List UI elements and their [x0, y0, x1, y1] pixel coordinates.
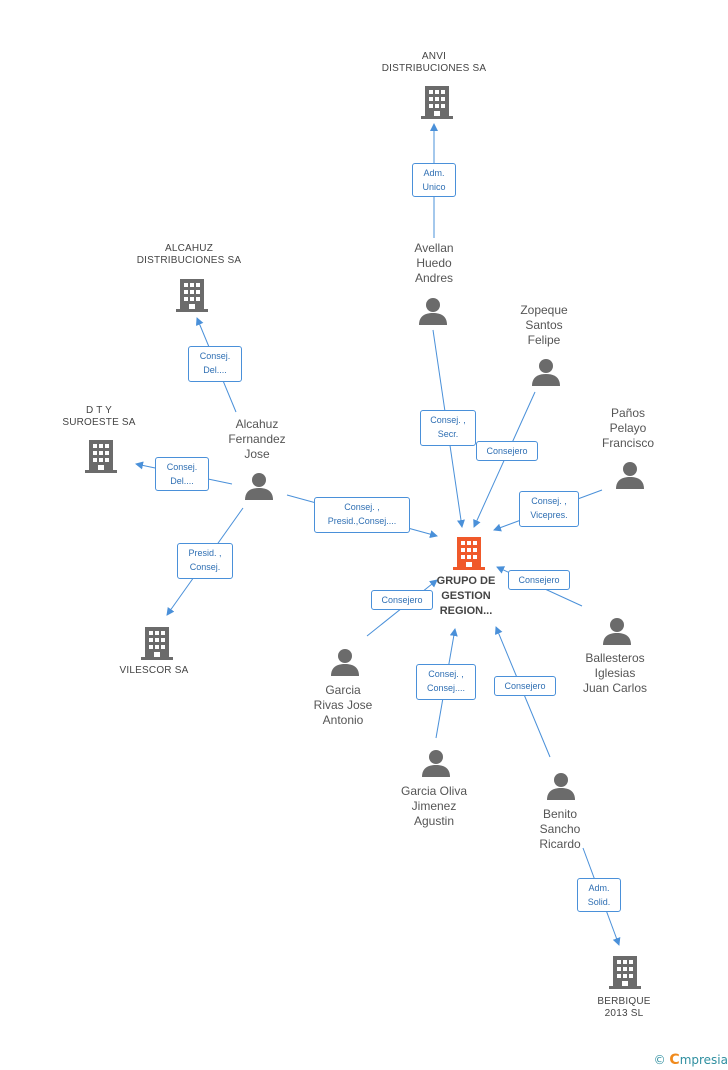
person-icon[interactable] — [615, 460, 645, 490]
person-icon[interactable] — [602, 616, 632, 646]
edge-label-presid-consej[interactable]: Presid. , Consej. — [177, 543, 233, 579]
empresia-logo: © Cmpresia — [653, 1052, 728, 1068]
edge-label-consej-secr[interactable]: Consej. , Secr. — [420, 410, 476, 446]
person-label-panos[interactable]: Paños Pelayo Francisco — [601, 406, 654, 450]
person-label-ballesteros[interactable]: Ballesteros Iglesias Juan Carlos — [582, 651, 648, 695]
edge-label-consej-consej[interactable]: Consej. , Consej.... — [416, 664, 476, 700]
company-label-berbique[interactable]: BERBIQUE 2013 SL — [597, 996, 651, 1019]
building-icon[interactable] — [609, 954, 641, 990]
edge-label-consej-vicepres[interactable]: Consej. , Vicepres. — [519, 491, 579, 527]
person-label-benito[interactable]: Benito Sancho Ricardo — [539, 807, 581, 851]
building-icon[interactable] — [85, 438, 117, 474]
person-label-garcia-oliva[interactable]: Garcia Oliva Jimenez Agustin — [400, 784, 468, 828]
edge-label-adm-solid[interactable]: Adm. Solid. — [577, 878, 621, 912]
center-building-icon[interactable] — [453, 535, 485, 571]
edge-label-consejero-zopeque[interactable]: Consejero — [476, 441, 538, 461]
building-icon[interactable] — [176, 277, 208, 313]
edge-label-consej-presid[interactable]: Consej. , Presid.,Consej.... — [314, 497, 410, 533]
edge-label-consej-del-dty[interactable]: Consej. Del.... — [155, 457, 209, 491]
person-icon[interactable] — [244, 471, 274, 501]
building-icon[interactable] — [421, 84, 453, 120]
edge-label-consej-del-alcahuz[interactable]: Consej. Del.... — [188, 346, 242, 382]
person-icon[interactable] — [531, 357, 561, 387]
edge-label-adm-unico[interactable]: Adm. Unico — [412, 163, 456, 197]
edge-label-consejero-garcia-rivas[interactable]: Consejero — [371, 590, 433, 610]
company-label-alcahuz[interactable]: ALCAHUZ DISTRIBUCIONES SA — [136, 243, 242, 266]
person-label-zopeque[interactable]: Zopeque Santos Felipe — [520, 303, 568, 347]
person-label-garcia-rivas[interactable]: Garcia Rivas Jose Antonio — [313, 683, 373, 727]
person-icon[interactable] — [330, 647, 360, 677]
person-label-avellan[interactable]: Avellan Huedo Andres — [414, 241, 454, 285]
edge-label-consejero-benito[interactable]: Consejero — [494, 676, 556, 696]
edge-label-consejero-ballesteros[interactable]: Consejero — [508, 570, 570, 590]
center-company-label[interactable]: GRUPO DE GESTION REGION... — [436, 575, 496, 617]
company-label-dty[interactable]: D T Y SUROESTE SA — [62, 405, 136, 428]
building-icon[interactable] — [141, 625, 173, 661]
company-label-vilescor[interactable]: VILESCOR SA — [119, 665, 189, 676]
company-label-anvi[interactable]: ANVI DISTRIBUCIONES SA — [381, 51, 487, 74]
person-label-alcahuz-jose[interactable]: Alcahuz Fernandez Jose — [228, 417, 286, 461]
person-icon[interactable] — [418, 296, 448, 326]
person-icon[interactable] — [546, 771, 576, 801]
person-icon[interactable] — [421, 748, 451, 778]
